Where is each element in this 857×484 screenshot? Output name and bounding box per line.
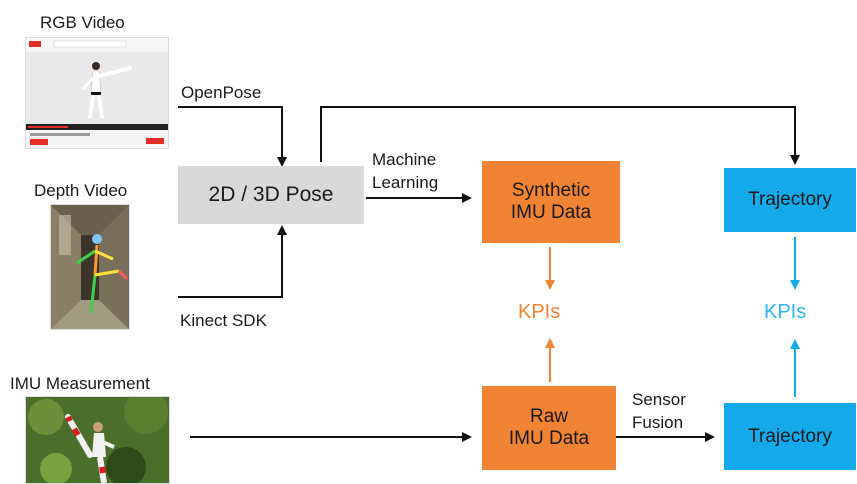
synthetic-imu-node: Synthetic IMU Data [482,161,620,243]
openpose-label: OpenPose [181,83,262,102]
rgb-video-title: RGB Video [40,13,125,32]
synthetic-imu-line2: IMU Data [510,202,592,223]
pose-node-label: 2D / 3D Pose [208,182,334,206]
raw-imu-node: Raw IMU Data [482,386,616,470]
machine-learning-line2: Learning [372,173,439,192]
kinect-sdk-label: Kinect SDK [180,311,267,330]
machine-learning-label: Machine Learning [372,148,438,194]
pose-to-trajectory-arrow [320,106,800,165]
trajectory-top-label: Trajectory [748,189,832,211]
kpi-orange-label: KPIs [518,301,561,323]
sensor-fusion-label: Sensor Fusion [632,388,686,434]
raw-imu-line1: Raw [529,406,568,428]
trajectory-bottom-node: Trajectory [724,403,856,470]
trajectory-top-node: Trajectory [724,168,856,232]
kinect-arrow [178,225,287,298]
kpi-blue-label: KPIs [764,301,807,323]
imu-measurement-title: IMU Measurement [10,374,150,393]
depth-video-thumbnail [50,204,130,330]
pose-node: 2D / 3D Pose [178,166,364,224]
rgb-video-thumbnail [25,37,169,149]
synthetic-imu-line1: Synthetic [511,180,591,202]
openpose-arrow [178,106,287,167]
depth-video-title: Depth Video [34,181,128,200]
sensor-fusion-line2: Fusion [632,413,684,432]
sensor-fusion-line1: Sensor [632,390,686,409]
trajectory-bottom-label: Trajectory [748,425,832,447]
raw-imu-line2: IMU Data [508,428,590,449]
machine-learning-line1: Machine [372,150,437,169]
imu-measurement-photo [25,396,170,484]
